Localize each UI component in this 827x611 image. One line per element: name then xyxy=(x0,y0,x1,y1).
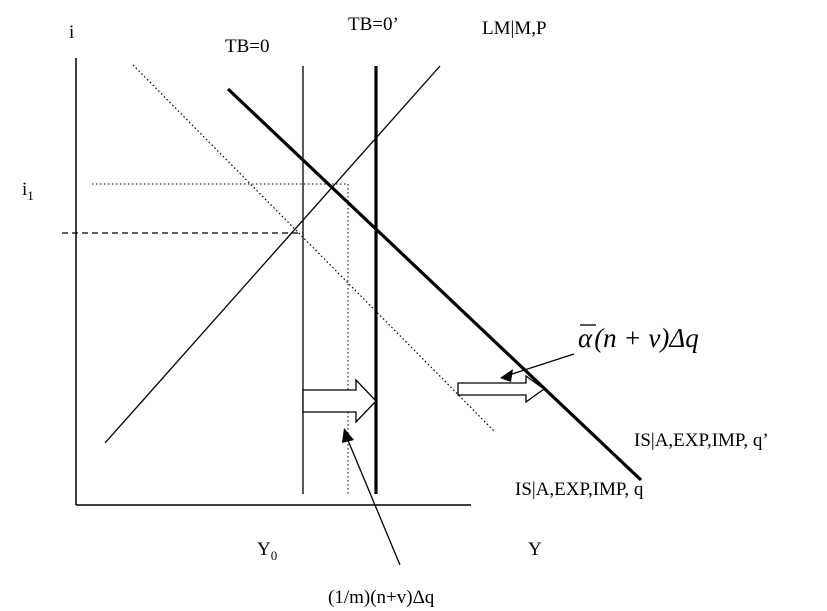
tb-shift-pointer xyxy=(346,437,401,566)
is-q-prime-label: IS|A,EXP,IMP, q’ xyxy=(634,430,769,451)
is-shift-pointer xyxy=(505,353,575,377)
tb0-label: TB=0 xyxy=(225,36,270,57)
is-curve-original xyxy=(132,64,496,433)
is-shift-arrow-icon xyxy=(457,374,546,404)
i1-label: i1 xyxy=(22,179,34,203)
tb-shift-label: (1/m)(n+v)Δq xyxy=(328,587,435,608)
tb0-prime-label: TB=0’ xyxy=(348,14,399,35)
is-shift-pointer-head-icon xyxy=(500,369,513,382)
is-curve-shifted xyxy=(226,87,643,482)
lm-curve xyxy=(104,65,441,444)
tb-shift-arrow-icon xyxy=(302,378,377,424)
y0-label: Y0 xyxy=(257,539,277,563)
is-shift-formula: α(n + v)Δq xyxy=(578,323,699,353)
i-axis-label: i xyxy=(69,22,74,43)
lm-label: LM|M,P xyxy=(482,18,547,39)
y-axis-label: Y xyxy=(528,539,542,560)
tb-shift-pointer-head-icon xyxy=(342,428,354,443)
is-q-label: IS|A,EXP,IMP, q xyxy=(515,479,644,500)
